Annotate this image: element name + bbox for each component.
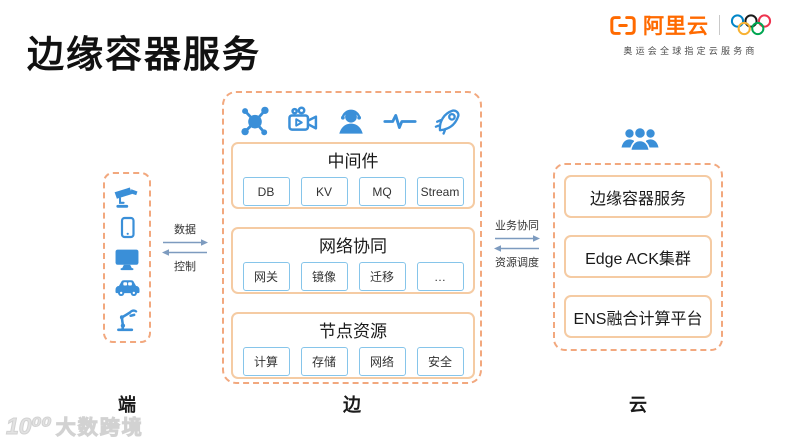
- chip: …: [416, 262, 464, 291]
- chip: 安全: [416, 347, 464, 376]
- cloud-service: 边缘容器服务: [564, 175, 712, 218]
- cloud-column-label: 云: [629, 395, 647, 415]
- rocket-icon: [434, 109, 460, 135]
- chip: 网关: [242, 262, 290, 291]
- flow-forward-label: 数据: [174, 224, 196, 236]
- pulse-icon: [383, 113, 417, 129]
- group-title: 中间件: [327, 152, 379, 171]
- chip: 网络: [358, 347, 406, 376]
- olympic-rings-icon: [730, 13, 772, 35]
- chip: KV: [300, 177, 348, 206]
- flow-edge-cloud: 业务协同 资源调度: [483, 217, 551, 270]
- arrow-right-icon: [495, 235, 540, 242]
- divider: [719, 15, 720, 35]
- flow-backward-label: 资源调度: [495, 257, 539, 269]
- cctv-camera-icon: [114, 187, 138, 208]
- chip: 迁移: [358, 262, 406, 291]
- smartphone-icon: [120, 216, 135, 239]
- chip: 存储: [300, 347, 348, 376]
- watermark: 10⁰⁰ 大数跨境: [6, 411, 144, 440]
- flow-backward-label: 控制: [174, 261, 196, 273]
- edge-group-network: 网络协同 网关 镜像 迁移 …: [231, 227, 475, 294]
- edge-box: 中间件 DB KV MQ Stream 网络协同 网关 镜像 迁移 … 节点资源…: [222, 91, 482, 384]
- brand-block: 阿里云 奥运会全球指定云服务商: [609, 10, 772, 57]
- group-title: 网络协同: [319, 237, 387, 256]
- edge-column-label: 边: [343, 395, 361, 415]
- arrow-left-icon: [162, 249, 207, 256]
- cloud-service: ENS融合计算平台: [564, 295, 712, 338]
- arrow-left-icon: [494, 245, 539, 252]
- brand-subtitle: 奥运会全球指定云服务商: [623, 46, 758, 56]
- cloud-service: Edge ACK集群: [564, 235, 712, 278]
- chip: 计算: [242, 347, 290, 376]
- edge-group-node-resources: 节点资源 计算 存储 网络 安全: [231, 312, 475, 379]
- robot-arm-icon: [117, 308, 138, 331]
- support-agent-icon: [339, 109, 363, 134]
- video-camera-icon: [288, 106, 318, 131]
- end-column-label: 端: [118, 395, 136, 415]
- network-hub-icon: [241, 106, 269, 136]
- page-title: 边缘容器服务: [27, 34, 261, 75]
- cloud-box: 边缘容器服务 Edge ACK集群 ENS融合计算平台: [553, 163, 723, 351]
- end-devices-box: [103, 172, 151, 343]
- watermark-text: 大数跨境: [55, 417, 144, 440]
- flow-end-edge: 数据 控制: [153, 221, 217, 274]
- group-title: 节点资源: [319, 322, 387, 341]
- user-group-icon: [621, 126, 659, 152]
- chip: 镜像: [300, 262, 348, 291]
- chip: MQ: [358, 177, 406, 206]
- alibaba-cloud-bracket-icon: [610, 15, 636, 35]
- flow-forward-label: 业务协同: [495, 220, 539, 232]
- edge-icons-row: [224, 93, 480, 139]
- chip: DB: [242, 177, 290, 206]
- watermark-logo: 10⁰⁰: [6, 413, 53, 440]
- edge-group-middleware: 中间件 DB KV MQ Stream: [231, 142, 475, 209]
- brand-name: 阿里云: [643, 15, 709, 38]
- monitor-icon: [115, 249, 139, 270]
- car-icon: [115, 280, 139, 297]
- chip: Stream: [416, 177, 464, 206]
- arrow-right-icon: [163, 239, 208, 246]
